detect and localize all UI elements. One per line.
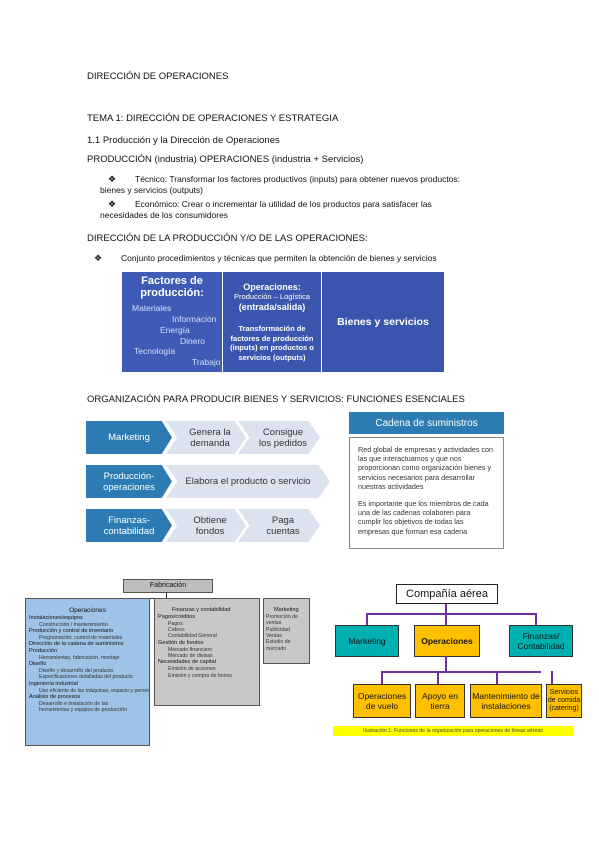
connector — [535, 613, 537, 625]
connector — [551, 671, 553, 684]
bullet-tecnico-l2: bienes y servicios (outputs) — [100, 185, 203, 195]
operaciones-transform: Transformación de factores de producción… — [230, 324, 314, 362]
fin-sub-item: Emisión y compra de bonos — [168, 672, 233, 679]
airline-sub-box: Operaciones de vuelo — [353, 684, 411, 718]
chevron-produccion: Producción-operaciones — [86, 465, 172, 498]
fin-item: Necesidades de capital — [158, 659, 216, 666]
tema-heading: TEMA 1: DIRECCIÓN DE OPERACIONES Y ESTRA… — [87, 113, 339, 124]
ops-sub-item: Construcción / mantenimiento — [39, 621, 108, 628]
connector — [166, 592, 167, 598]
airline-operaciones-box: Operaciones — [414, 625, 480, 657]
bullet-economico-l1: Económico: Crear o incrementar la utilid… — [135, 199, 432, 209]
airline-top-box: Compañía aérea — [396, 584, 498, 604]
airline-caption: Ilustración 1: Funciones de la organizac… — [333, 726, 573, 736]
supply-text-1: Red global de empresas y actividades con… — [358, 445, 494, 491]
factor-item: Tecnología — [134, 346, 176, 356]
airline-sub-box: Apoyo en tierra — [415, 684, 465, 718]
supply-chain-header: Cadena de suministros — [349, 412, 504, 434]
airline-marketing-box: Marketing — [335, 625, 399, 657]
operaciones-box: Operaciones Instalaciones/equipos Constr… — [25, 598, 150, 746]
connector — [445, 604, 447, 614]
fabricacion-box: Fabricación — [123, 579, 213, 593]
org-heading: ORGANIZACIÓN PARA PRODUCIR BIENES Y SERV… — [87, 394, 465, 405]
factores-panel: Factores de producción: Materiales Infor… — [122, 272, 222, 372]
finanzas-box-title: Finanzas y contabilidad — [172, 607, 231, 613]
connector — [381, 671, 541, 673]
airline-sub-box: Servicios de comida (catering) — [546, 684, 582, 718]
fabricacion-org-chart: Fabricación Operaciones Instalaciones/eq… — [20, 576, 315, 746]
mkt-item: Estudio de mercado — [266, 639, 291, 652]
fin-sub-item: Cobros — [168, 627, 185, 633]
chevron-finanzas: Finanzas-contabilidad — [86, 509, 172, 542]
ops-sub-item: Programación; control de materiales — [39, 634, 123, 641]
mkt-item: Publicidad — [266, 626, 290, 633]
produccion-line: PRODUCCIÓN (industria) OPERACIONES (indu… — [87, 154, 364, 165]
ops-sub-item: Diseño y desarrollo del producto — [39, 668, 114, 674]
section-heading: 1.1 Producción y la Dirección de Operaci… — [87, 135, 280, 146]
production-flow-diagram: Factores de producción: Materiales Infor… — [122, 272, 444, 372]
chevron-paga: Paga cuentas — [238, 509, 320, 542]
factor-item: Materiales — [132, 303, 172, 313]
ops-sub-item: Desarrollo e instalación de las herramie… — [39, 700, 127, 714]
marketing-box-title: Marketing — [274, 607, 299, 613]
operaciones-sub: Producción – Logística — [234, 292, 310, 301]
airline-finanzas-box: Finanzas/ Contabilidad — [509, 625, 573, 657]
fin-item: Gestión de fondos — [158, 639, 204, 646]
bullet-tecnico-l1: Técnico: Transformar los factores produc… — [135, 174, 461, 184]
direccion-heading: DIRECCIÓN DE LA PRODUCCIÓN Y/O DE LAS OP… — [87, 233, 368, 244]
fin-sub-item: Pagos — [168, 620, 183, 627]
supply-chain-box: Red global de empresas y actividades con… — [349, 437, 504, 549]
connector — [366, 613, 536, 615]
bullet-icon: ❖ — [108, 174, 117, 184]
ops-item: Dirección de la cadena de suministros — [29, 641, 124, 648]
factores-title: Factores de producción: — [140, 275, 204, 299]
bullet-conjunto: Conjunto procedimientos y técnicas que p… — [121, 253, 437, 263]
supply-text-2: Es importante que los miembros de cada u… — [358, 499, 489, 536]
factor-item: Trabajo — [192, 357, 221, 367]
fin-sub-item: Mercado de divisas — [168, 653, 213, 660]
operaciones-title: Operaciones: — [243, 282, 301, 292]
factor-item: Energía — [160, 325, 190, 335]
chevron-marketing: Marketing — [86, 421, 172, 454]
fin-item: Pagos/créditos — [158, 613, 196, 620]
chevron-elabora: Elabora el producto o servicio — [166, 465, 330, 498]
ops-item: Instalaciones/equipos — [29, 614, 83, 621]
chevron-obtiene: Obtiene fondos — [166, 509, 246, 542]
airline-sub-box: Mantenimiento de instalaciones — [470, 684, 542, 718]
factor-item: Información — [172, 314, 217, 324]
connector — [381, 671, 383, 684]
connector — [437, 671, 439, 684]
bullet-economico-l2: necesidades de los consumidores — [100, 210, 229, 220]
ops-sub-item: Herramientas, fabricación, montaje — [39, 654, 120, 661]
bullet-icon: ❖ — [94, 253, 103, 263]
connector — [496, 671, 498, 684]
fin-sub-item: Contabilidad General — [168, 633, 217, 640]
bullet-icon: ❖ — [108, 199, 117, 209]
factor-item: Dinero — [180, 336, 206, 346]
operaciones-box-title: Operaciones — [69, 607, 106, 614]
ops-sub-item: Uso eficiente de las máquinas, espacio y… — [39, 687, 150, 694]
fin-sub-item: Mercado financiero — [168, 646, 213, 653]
chevron-genera: Genera la demanda — [166, 421, 246, 454]
ops-item: Producción — [29, 648, 57, 654]
ops-item: Análisis de procesos — [29, 694, 81, 701]
connector — [445, 613, 447, 625]
finanzas-box: Finanzas y contabilidad Pagos/créditos P… — [154, 598, 260, 706]
chevron-consigue: Consigue los pedidos — [238, 421, 320, 454]
airline-org-chart: Compañía aérea Marketing Operaciones Fin… — [323, 580, 582, 740]
ops-item: Diseño — [29, 661, 47, 668]
fin-sub-item: Emisión de acciones — [168, 666, 216, 673]
marketing-box: Marketing Promoción de ventas Publicidad… — [263, 598, 310, 664]
ops-item: Ingeniería industrial — [29, 680, 78, 687]
mkt-item: Promoción de ventas — [266, 613, 299, 627]
ops-item: Producción y control de inventario — [29, 628, 114, 634]
document-title: DIRECCIÓN DE OPERACIONES — [87, 71, 229, 82]
operaciones-panel: Operaciones: Producción – Logística (ent… — [222, 272, 321, 372]
ops-sub-item: Especificaciones detalladas del producto — [39, 674, 133, 681]
bienes-panel: Bienes y servicios — [321, 272, 444, 372]
mkt-item: Ventas — [266, 633, 282, 640]
connector — [445, 656, 447, 672]
connector — [366, 613, 368, 625]
operaciones-entry: (entrada/salida) — [238, 302, 306, 312]
